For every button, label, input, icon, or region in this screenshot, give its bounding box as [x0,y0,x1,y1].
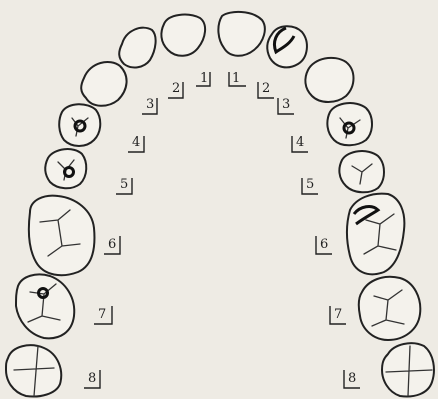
svg-text:2: 2 [262,81,270,96]
tooth-R5 [45,149,86,188]
label-L6: 6 [316,236,332,254]
tooth-R8 [6,345,61,396]
svg-text:5: 5 [120,177,128,192]
label-L2: 2 [258,81,274,98]
svg-text:4: 4 [296,135,304,150]
svg-text:6: 6 [108,237,116,252]
label-L3: 3 [278,97,294,114]
label-R4: 4 [128,135,144,152]
svg-text:2: 2 [172,81,180,96]
svg-text:5: 5 [306,177,314,192]
svg-text:8: 8 [348,371,356,386]
tooth-L1 [218,12,264,56]
tooth-L2 [267,26,307,67]
tooth-R4 [59,104,100,146]
svg-text:7: 7 [98,307,106,322]
svg-text:3: 3 [146,97,154,112]
tooth-R7 [16,274,74,338]
tooth-R2 [119,28,155,68]
svg-text:6: 6 [320,237,328,252]
tooth-L6 [347,194,404,275]
svg-text:1: 1 [232,71,240,86]
tooth-L7 [359,277,421,340]
label-R7: 7 [94,306,112,324]
label-R3: 3 [142,97,157,114]
label-L4: 4 [292,135,308,152]
tooth-R1 [161,15,205,56]
svg-text:4: 4 [132,135,140,150]
label-L7: 7 [330,306,346,324]
tooth-R3 [81,62,126,106]
label-L1: 1 [229,71,246,86]
label-R5: 5 [116,177,132,194]
label-R6: 6 [104,236,120,254]
tooth-R6 [29,196,95,276]
label-L8: 8 [344,370,360,388]
svg-text:1: 1 [200,71,208,86]
label-R2: 2 [168,81,183,98]
tooth-L3 [305,58,353,102]
label-R1: 1 [196,71,210,86]
tooth-L5 [339,151,384,192]
svg-text:3: 3 [282,97,290,112]
label-L5: 5 [302,177,318,194]
tooth-L8 [382,343,434,396]
tooth-L4 [327,103,372,145]
svg-text:8: 8 [88,371,96,386]
svg-text:7: 7 [334,307,342,322]
label-R8: 8 [84,370,100,388]
